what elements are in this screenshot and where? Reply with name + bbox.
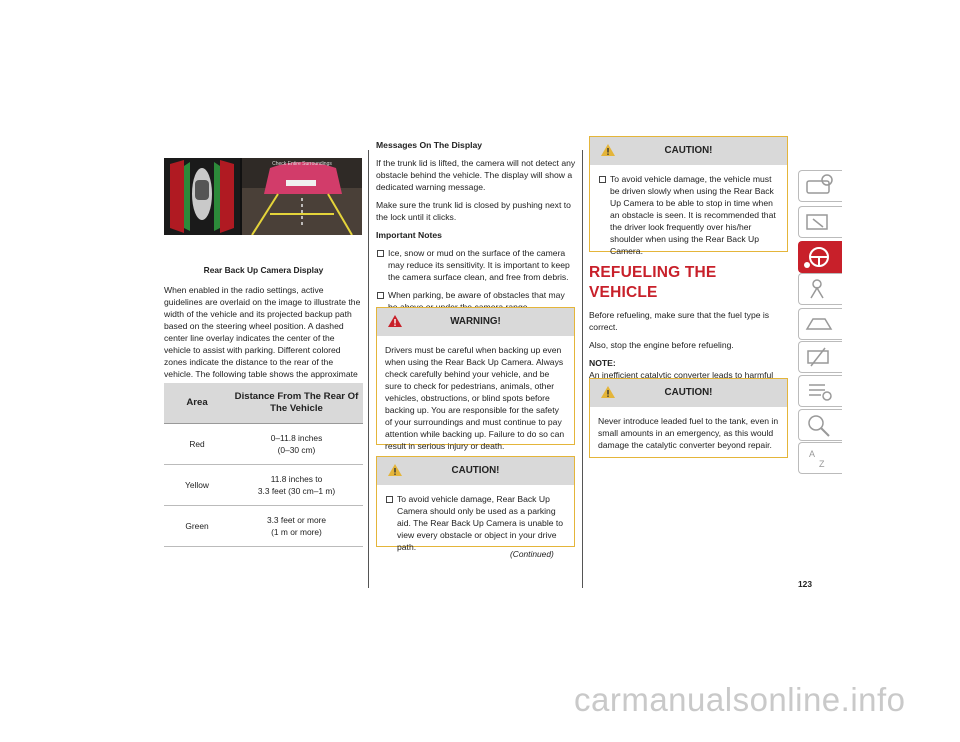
zone-distance: 3.3 feet or more(1 m or more)	[230, 505, 363, 547]
section-title: REFUELING THE VEHICLE	[589, 264, 717, 301]
table-header-area: Area	[164, 383, 230, 424]
bullet-box-icon	[386, 496, 393, 503]
continued-label: (Continued)	[510, 549, 554, 559]
trunk-close-paragraph: Make sure the trunk lid is closed by pus…	[376, 200, 571, 222]
tab-maintenance[interactable]	[798, 341, 842, 373]
list-item: To avoid vehicle damage, the vehicle mus…	[598, 173, 779, 257]
important-notes-heading: Important Notes	[376, 230, 442, 240]
tab-search[interactable]	[798, 409, 842, 441]
messages-heading: Messages On The Display	[376, 140, 483, 150]
tab-driving[interactable]	[798, 241, 842, 273]
table-header-distance: Distance From The Rear Of The Vehicle	[230, 383, 363, 424]
caution-box: CAUTION! To avoid vehicle damage, Rear B…	[376, 456, 575, 552]
caution-text: Never introduce leaded fuel to the tank,…	[598, 416, 779, 450]
caution-box: CAUTION! Never introduce leaded fuel to …	[589, 378, 788, 458]
list-item: To avoid vehicle damage, Rear Back Up Ca…	[385, 493, 566, 553]
caution-box: CAUTION! To avoid vehicle damage, the ve…	[589, 136, 788, 256]
caution-triangle-icon	[388, 464, 402, 476]
distance-zone-table: Area Distance From The Rear Of The Vehic…	[164, 383, 363, 547]
svg-text:Z: Z	[819, 459, 825, 469]
watermark: carmanualsonline.info	[574, 681, 906, 718]
bullet-box-icon	[377, 250, 384, 257]
figure-caption: Rear Back Up Camera Display	[203, 265, 324, 275]
tab-specifications[interactable]	[798, 375, 842, 407]
svg-text:A: A	[809, 449, 815, 459]
fuel-type-paragraph: Before refueling, make sure that the fue…	[589, 310, 770, 332]
maintenance-icon	[807, 347, 829, 367]
warning-title: WARNING!	[450, 316, 501, 327]
emergency-icon	[810, 279, 824, 299]
warning-box: WARNING! Drivers must be careful when ba…	[376, 307, 575, 451]
caution-triangle-icon	[601, 144, 615, 156]
search-icon	[808, 415, 830, 437]
specifications-icon	[809, 384, 832, 401]
tab-safety[interactable]	[798, 206, 842, 238]
tab-service[interactable]	[798, 308, 842, 340]
bullet-box-icon	[377, 292, 384, 299]
rear-camera-display-image: Check Entire Surroundings	[164, 158, 362, 235]
camera-overlay-text: Check Entire Surroundings	[272, 161, 332, 167]
index-icon: AZ	[809, 449, 825, 469]
zone-name: Green	[164, 505, 230, 547]
table-row: Red 0–11.8 inches(0–30 cm)	[164, 423, 363, 465]
note-label: NOTE:	[589, 358, 616, 368]
tab-emergency[interactable]	[798, 273, 842, 305]
dashboard-icon	[806, 174, 833, 194]
column-divider	[582, 150, 583, 588]
caution-title: CAUTION!	[664, 145, 713, 156]
zone-distance: 0–11.8 inches(0–30 cm)	[230, 423, 363, 465]
trunk-paragraph: If the trunk lid is lifted, the camera w…	[376, 158, 576, 192]
warning-triangle-icon	[388, 315, 402, 327]
intro-paragraph: When enabled in the radio settings, acti…	[164, 285, 361, 391]
caution-title: CAUTION!	[451, 465, 500, 476]
steering-wheel-icon	[804, 247, 829, 268]
safety-icon	[806, 214, 828, 230]
page-number: 123	[798, 579, 812, 589]
warning-text: Drivers must be careful when backing up …	[385, 345, 565, 451]
zone-name: Yellow	[164, 464, 230, 506]
column-divider	[368, 150, 369, 588]
tab-dashboard[interactable]	[798, 170, 842, 202]
stop-engine-paragraph: Also, stop the engine before refueling.	[589, 340, 734, 350]
caution-title: CAUTION!	[664, 387, 713, 398]
top-view-vehicle-panel	[164, 158, 240, 235]
camera-view-panel: Check Entire Surroundings	[242, 158, 362, 235]
caution-triangle-icon	[601, 386, 615, 398]
zone-name: Red	[164, 423, 230, 465]
list-item: Ice, snow or mud on the surface of the c…	[376, 247, 576, 283]
table-row: Green 3.3 feet or more(1 m or more)	[164, 505, 363, 547]
service-icon	[805, 318, 833, 330]
bullet-box-icon	[599, 176, 606, 183]
